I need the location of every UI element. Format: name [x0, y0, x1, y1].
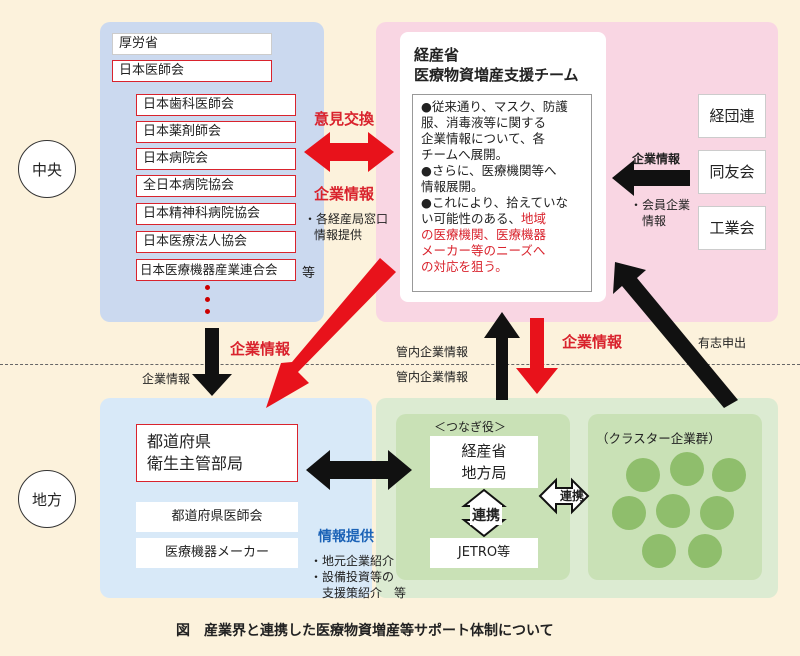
company-info-label: 企業情報: [314, 185, 375, 203]
cluster-company: [670, 452, 704, 486]
cluster-company: [626, 458, 660, 492]
mhlw-box: 厚労省: [112, 33, 272, 55]
org-box: 日本医療機器産業連合会: [136, 259, 296, 281]
org-box: 日本精神科病院協会: [136, 203, 296, 225]
mid-up-label: 管内企業情報: [396, 345, 469, 359]
left-down-label: 企業情報: [142, 372, 191, 386]
industry-arrow: [612, 160, 690, 196]
info-provide-label: 情報提供: [318, 529, 374, 545]
central-circle: 中央: [18, 140, 76, 198]
cluster-label: （クラスター企業群）: [596, 431, 721, 446]
voluntary-label: 有志申出: [698, 336, 747, 350]
kogyokai-box: 工業会: [698, 206, 766, 250]
regional-circle: 地方: [18, 470, 76, 528]
org-box: 全日本病院協会: [136, 175, 296, 197]
red-diagonal-arrow: [266, 258, 396, 408]
ellipsis-dot: [205, 285, 210, 290]
exchange-label: 意見交換: [314, 110, 375, 128]
jma-box: 日本医師会: [112, 60, 272, 82]
connector-role: ＜つなぎ役＞: [434, 420, 507, 434]
cluster-company: [656, 494, 690, 528]
meti-team-title-1: 経産省: [414, 46, 460, 64]
cluster-company: [612, 496, 646, 530]
voluntary-arrow: [613, 262, 738, 408]
jetro-box: JETRO等: [430, 538, 538, 568]
bureau-note-1: ・各経産局窓口: [304, 212, 389, 226]
exchange-double-arrow: [304, 132, 394, 172]
meti-team-box: 経産省 医療物資増産支援チーム ●従来通り、マスク、防護 服、消毒液等に関する …: [400, 32, 606, 302]
ellipsis-dot: [205, 309, 210, 314]
bureau-note-2: 情報提供: [314, 228, 363, 242]
pref-connector-double-arrow: [306, 450, 412, 490]
etc-label: 等: [302, 266, 316, 281]
cluster-company: [712, 458, 746, 492]
keidanren-box: 経団連: [698, 94, 766, 138]
pref-medical-box: 都道府県医師会: [136, 502, 298, 532]
cluster-company: [688, 534, 722, 568]
device-maker-box: 医療機器メーカー: [136, 538, 298, 568]
org-box: 日本病院会: [136, 148, 296, 170]
red-diag-label: 企業情報: [230, 340, 291, 358]
info-note-3: 支援策紹介 等: [322, 586, 407, 600]
meti-team-title-2: 医療物資増産支援チーム: [414, 66, 579, 84]
mid-up-arrow: [484, 312, 520, 400]
doyukai-box: 同友会: [698, 150, 766, 194]
ellipsis-dot: [205, 297, 210, 302]
mid-down-label: 管内企業情報: [396, 370, 469, 384]
industry-note-1: ・会員企業: [630, 198, 691, 212]
info-note-2: ・設備投資等の: [310, 570, 395, 584]
link-double-arrow-horizontal: [538, 477, 590, 515]
org-box: 日本医療法人協会: [136, 231, 296, 253]
org-box: 日本薬剤師会: [136, 121, 296, 143]
info-note-1: ・地元企業紹介: [310, 554, 395, 568]
org-box: 日本歯科医師会: [136, 94, 296, 116]
red-down-label: 企業情報: [562, 333, 623, 351]
cluster-company: [642, 534, 676, 568]
figure-caption: 図 産業界と連携した医療物資増産等サポート体制について: [176, 623, 554, 639]
link-label-horizontal: 連携: [560, 489, 585, 503]
prefecture-box: 都道府県 衛生主管部局: [136, 424, 298, 482]
link-label-vertical: 連携: [470, 505, 502, 525]
meti-team-inner: ●従来通り、マスク、防護 服、消毒液等に関する 企業情報について、各 チームへ展…: [412, 94, 592, 292]
central-regional-divider: [0, 364, 800, 365]
industry-note-2: 情報: [642, 214, 667, 228]
cluster-company: [700, 496, 734, 530]
left-down-arrow: [192, 328, 232, 396]
red-down-arrow: [516, 318, 558, 394]
regional-bureau-box: 経産省 地方局: [430, 436, 538, 488]
industry-company-info-label: 企業情報: [632, 152, 681, 166]
